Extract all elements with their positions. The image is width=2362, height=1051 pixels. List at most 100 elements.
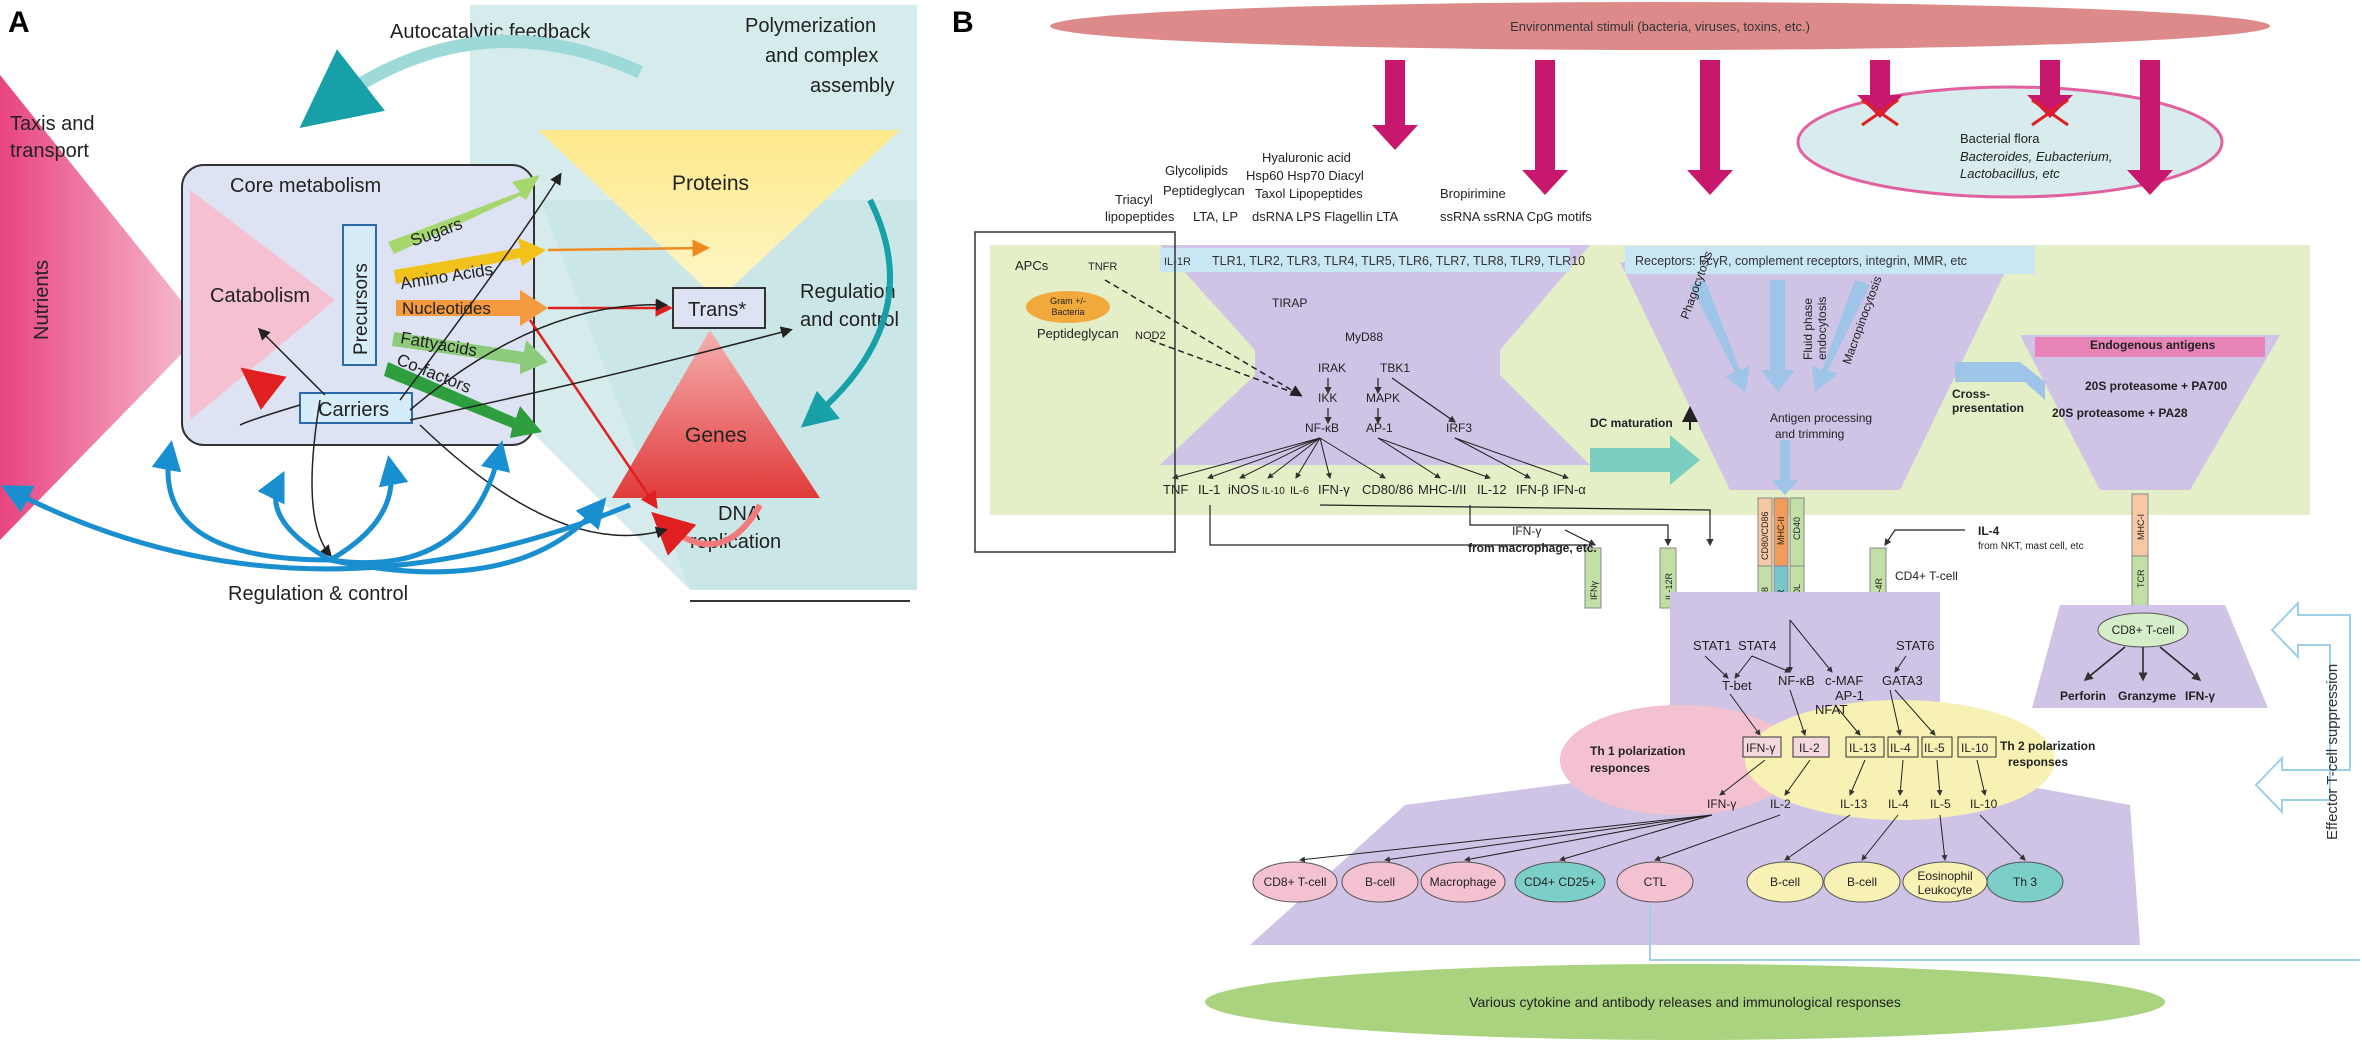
svg-text:IL-4: IL-4 [1890, 741, 1911, 755]
perforin-label: Perforin [2060, 689, 2106, 703]
apc-outline [974, 231, 1176, 553]
signal-arrow [1207, 437, 1321, 480]
cell-cd4-cd25 [1514, 861, 1606, 903]
tcell-arrows [1299, 619, 2026, 863]
svg-text:AP-1: AP-1 [1835, 688, 1864, 703]
signal-arrow [1784, 759, 1811, 796]
signal-arrow [1894, 655, 1907, 673]
tlr-cytokines: TNF IL-1 iNOS IL-10 IL-6 IFN-γ CD80/86 M… [1163, 482, 1586, 497]
antigen-processing-1: Antigen processing [1770, 411, 1872, 425]
svg-text:IL-6: IL-6 [1290, 485, 1309, 497]
svg-text:IL-12R: IL-12R [1664, 572, 1674, 600]
th2-label-1: Th 2 polarization [2000, 739, 2095, 753]
svg-text:iNOS: iNOS [1228, 482, 1259, 497]
bottom-response-ellipse [1205, 964, 2165, 1040]
signal-arrow [1734, 655, 1753, 679]
trans-box [672, 287, 766, 329]
taxis-label-2: transport [10, 140, 89, 162]
signal-arrow [1729, 693, 1761, 736]
regulation-blue-arrows [1, 485, 631, 572]
svg-text:Macrophage: Macrophage [1430, 875, 1497, 889]
taxis-label-1: Taxis and [10, 113, 95, 135]
environmental-stimuli-label: Environmental stimuli (bacteria, viruses… [1510, 19, 1810, 34]
signal-arrow [1319, 437, 1386, 479]
th2-ellipse [1745, 700, 2055, 820]
svg-text:CD4+ CD25+: CD4+ CD25+ [1524, 875, 1596, 889]
tlr-signal-nodes: TIRAP MyD88 IRAK TBK1 IKK MAPK NF-κB AP-… [1272, 296, 1472, 435]
signal-arrow [1239, 437, 1321, 479]
svg-text:MyD88: MyD88 [1345, 330, 1383, 344]
svg-text:B-cell: B-cell [1365, 875, 1395, 889]
svg-text:IL-4: IL-4 [1888, 797, 1909, 811]
fattyacids-arrow [392, 332, 548, 374]
trans-label: Trans* [688, 299, 746, 321]
svg-text:IL-5: IL-5 [1924, 741, 1945, 755]
regulation-bottom-label: Regulation & control [228, 583, 408, 605]
svg-text:IL-10: IL-10 [1262, 486, 1285, 497]
genes-label: Genes [685, 424, 747, 447]
signal-arrow [1751, 655, 1791, 673]
signal-arrow [1267, 437, 1321, 479]
cell-macrophage [1420, 861, 1506, 903]
signal-arrow [1654, 814, 1781, 862]
proteasome-pa700: 20S proteasome + PA700 [2085, 379, 2228, 393]
precursors-box [342, 224, 377, 366]
dna-replication-2: replication [690, 531, 781, 553]
nod2-label: NOD2 [1135, 330, 1166, 342]
signal-arrow [1889, 689, 1902, 736]
svg-text:TBK1: TBK1 [1380, 361, 1410, 375]
ligand-labels: Triacyl lipopeptides Glycolipids Peptide… [1105, 150, 1592, 224]
signal-arrow [1939, 814, 1948, 861]
core-metabolism-label: Core metabolism [230, 175, 381, 197]
svg-text:MHC-I: MHC-I [2136, 514, 2146, 540]
endogenous-trapezoid [2020, 335, 2280, 490]
proteins-triangle [538, 130, 900, 300]
svg-text:ssRNA ssRNA CpG motifs: ssRNA ssRNA CpG motifs [1440, 209, 1592, 224]
tlr-signaling-trapezoid [1160, 245, 1590, 465]
signal-arrow [1172, 437, 1321, 480]
carriers-label: Carriers [318, 399, 389, 421]
svg-text:B-cell: B-cell [1847, 875, 1877, 889]
svg-text:NF-κB: NF-κB [1305, 421, 1339, 435]
catabolism-label: Catabolism [210, 285, 310, 307]
signal-arrow [1384, 814, 1713, 863]
svg-text:IL-2: IL-2 [1799, 741, 1820, 755]
cytokine-box-labels: IFN-γ IL-2 IL-13 IL-4 IL-5 IL-10 [1746, 741, 1989, 755]
catabolism-triangle [190, 190, 335, 420]
regulation-control-right-1: Regulation [800, 281, 896, 303]
svg-text:IFN-β: IFN-β [1516, 482, 1549, 497]
svg-text:STAT4: STAT4 [1738, 638, 1777, 653]
cross-presentation-1: Cross- [1952, 387, 1990, 401]
bacterial-species-2: Lactobacillus, etc [1960, 166, 2060, 181]
tlr-output-arrows [1172, 437, 1569, 480]
signal-arrow [1464, 814, 1713, 863]
antigen-processing-2: and trimming [1775, 427, 1844, 441]
svg-text:IL-1: IL-1 [1198, 482, 1220, 497]
signal-arrow [1454, 437, 1569, 480]
svg-text:CD80/CD86: CD80/CD86 [1760, 511, 1770, 560]
svg-text:Triacyl: Triacyl [1115, 192, 1153, 207]
th2-label-2: responses [2008, 755, 2068, 769]
svg-text:Taxol Lipopeptides: Taxol Lipopeptides [1255, 186, 1363, 201]
nucleotides-arrow [396, 290, 548, 326]
signal-arrow [1936, 759, 1943, 796]
blocked-arrow-crosses [1861, 98, 2069, 127]
signal-arrow [1789, 619, 1833, 673]
signal-arrow [1979, 814, 2026, 861]
signal-arrow [1299, 814, 1713, 863]
panel-a-letter: A [8, 6, 30, 39]
svg-text:GATA3: GATA3 [1882, 673, 1923, 688]
svg-text:dsRNA LPS Flagellin LTA: dsRNA LPS Flagellin LTA [1252, 209, 1399, 224]
svg-text:STAT1: STAT1 [1693, 638, 1732, 653]
bacterial-species-1: Bacteroides, Eubacterium, [1960, 149, 2112, 164]
suppression-arrows [1649, 600, 2360, 961]
svg-text:B-cell: B-cell [1770, 875, 1800, 889]
svg-text:c-MAF: c-MAF [1825, 673, 1863, 688]
svg-text:MAPK: MAPK [1366, 391, 1400, 405]
dc-maturation-label: DC maturation [1590, 416, 1673, 430]
regulation-teal-arrow [800, 198, 893, 428]
svg-text:NF-κB: NF-κB [1778, 673, 1815, 688]
nucleotides-label: Nucleotides [402, 299, 491, 318]
bottom-response-label: Various cytokine and antibody releases a… [1469, 994, 1901, 1010]
